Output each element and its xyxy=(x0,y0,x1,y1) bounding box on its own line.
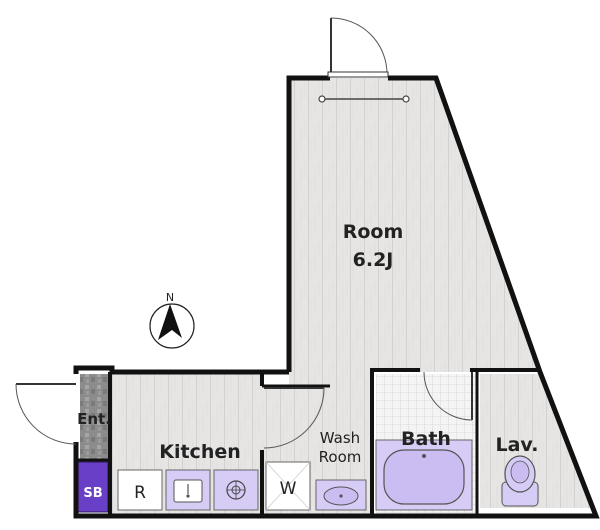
shoe-box-label: SB xyxy=(83,486,102,501)
bathtub xyxy=(375,439,473,511)
washroom-label-line1: Wash xyxy=(320,429,360,447)
washroom-label-line2: Room xyxy=(319,448,362,466)
entrance-floor xyxy=(80,374,108,460)
closet-rail xyxy=(318,95,410,103)
compass-north-label: N xyxy=(166,291,174,304)
kitchen-sink xyxy=(165,469,211,511)
kitchen-label: Kitchen xyxy=(159,441,241,463)
compass-rose: N xyxy=(149,291,195,349)
refrigerator-space: R xyxy=(117,469,163,511)
entrance-door xyxy=(15,383,77,445)
room-name-label: Room xyxy=(343,221,404,243)
refrigerator-label: R xyxy=(134,483,146,503)
stove-burner xyxy=(213,469,259,511)
wash-basin xyxy=(315,479,367,511)
lavatory-label: Lav. xyxy=(496,434,539,456)
toilet xyxy=(501,455,539,507)
exterior-wall xyxy=(73,75,600,519)
room-size-label: 6.2J xyxy=(353,249,394,271)
room-floor xyxy=(289,78,540,388)
entrance-label: Ent. xyxy=(77,410,111,428)
compass-needle xyxy=(158,304,182,340)
bath-label: Bath xyxy=(401,428,451,450)
bath-wall xyxy=(370,368,540,516)
bath-door xyxy=(423,371,473,421)
washing-machine-label: W xyxy=(280,479,297,499)
washing-machine-space: W xyxy=(265,461,311,511)
washroom-door xyxy=(263,387,325,449)
balcony-door xyxy=(327,17,389,78)
